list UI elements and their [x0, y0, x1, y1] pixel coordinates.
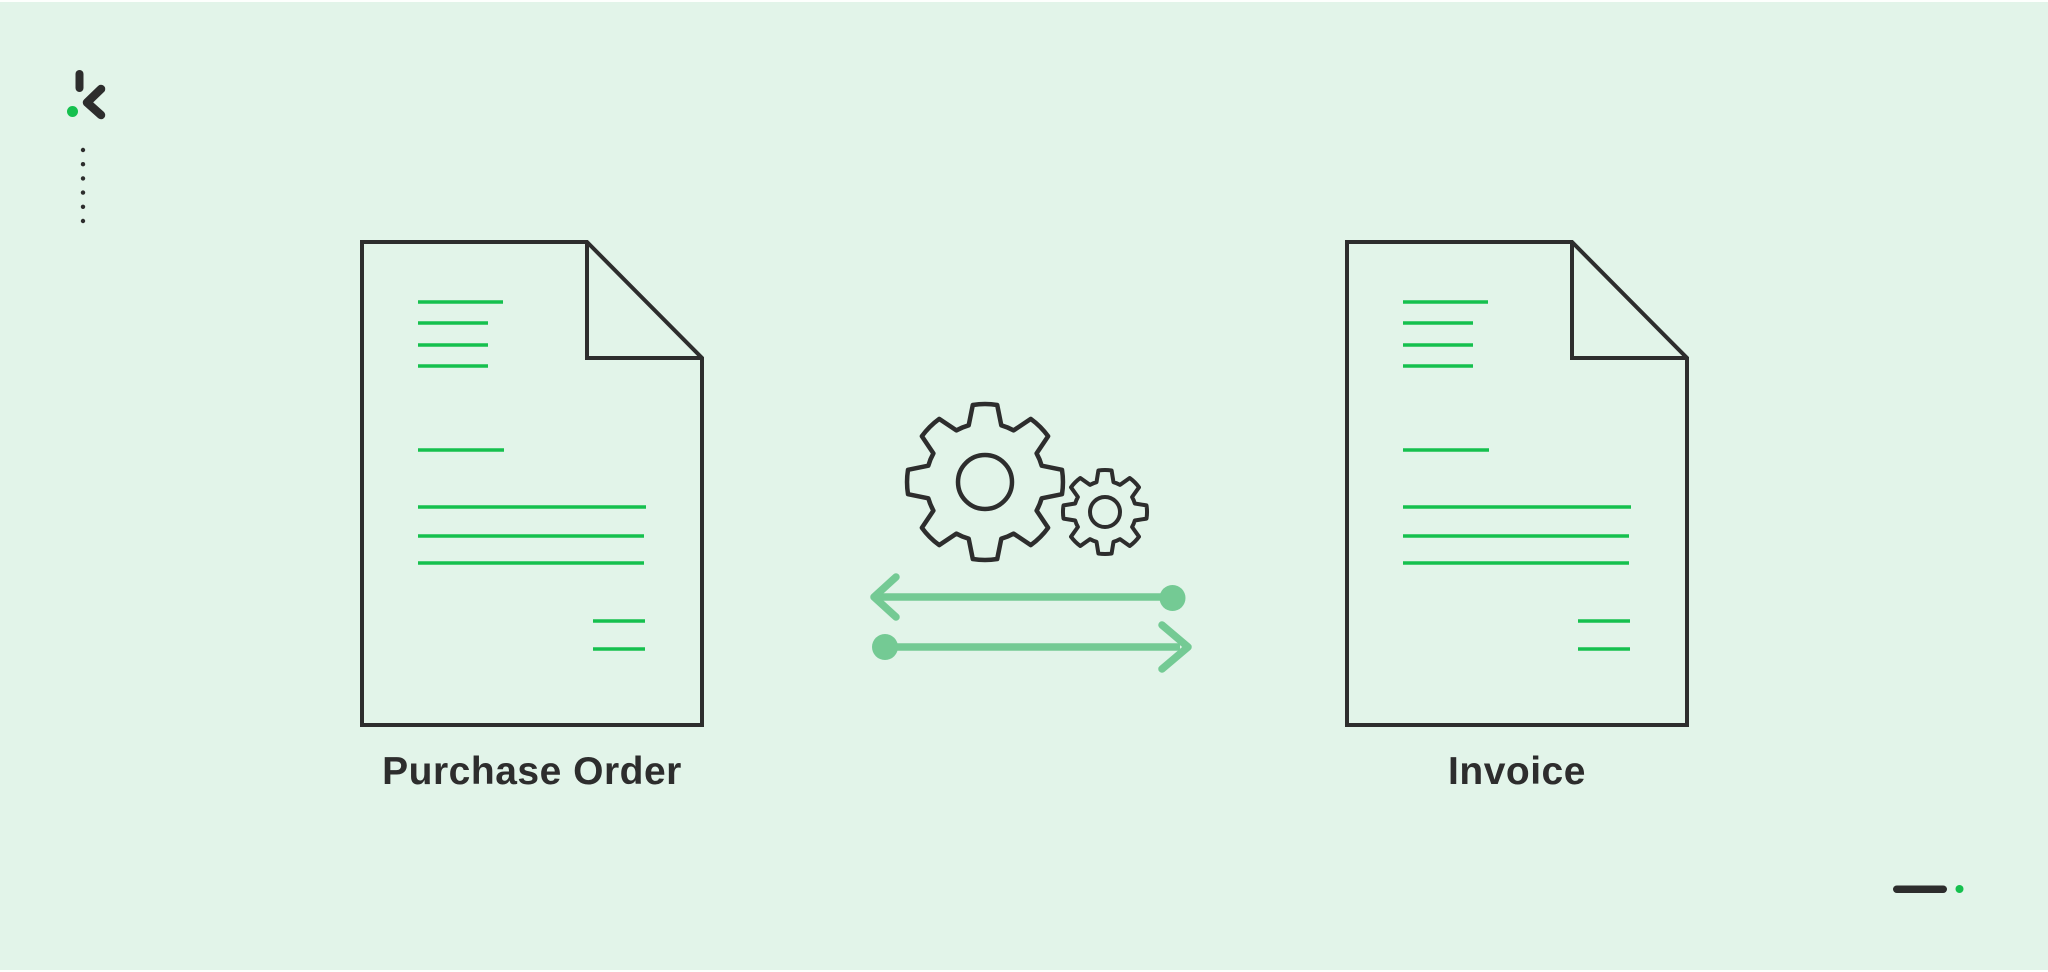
folded-corner — [1570, 242, 1687, 360]
exchange-arrows-icon — [870, 573, 1192, 673]
logo-chevron — [82, 84, 106, 120]
purchase-order-label: Purchase Order — [382, 750, 682, 793]
small-gear-hub — [1088, 495, 1122, 529]
large-gear — [904, 401, 1066, 563]
document-text-lines — [418, 300, 646, 651]
document-outline — [360, 240, 704, 727]
green-dot — [1955, 885, 1964, 893]
invoice-label: Invoice — [1448, 750, 1586, 793]
arrow-right-endpoint-dot — [872, 634, 898, 660]
arrow-left-endpoint-dot — [1159, 585, 1186, 611]
arrow-left-head — [870, 573, 900, 621]
invoice-document-icon — [1345, 240, 1689, 727]
dash-dot-mark — [1893, 885, 1964, 893]
arrow-right — [872, 621, 1192, 673]
arrow-right-head — [1158, 621, 1192, 673]
dash — [1893, 885, 1947, 893]
folded-corner — [585, 242, 702, 360]
document-text-lines — [1403, 300, 1631, 651]
vertical-dots — [80, 147, 86, 224]
kissflow-logo-icon — [67, 70, 106, 120]
logo-dot — [67, 106, 78, 117]
small-gear — [1060, 467, 1150, 557]
gears-icon — [904, 401, 1150, 563]
document-outline — [1345, 240, 1689, 727]
large-gear-hub — [955, 452, 1015, 512]
arrow-left — [870, 573, 1186, 621]
purchase-order-document-icon — [360, 240, 704, 727]
logo-stem — [75, 70, 84, 92]
